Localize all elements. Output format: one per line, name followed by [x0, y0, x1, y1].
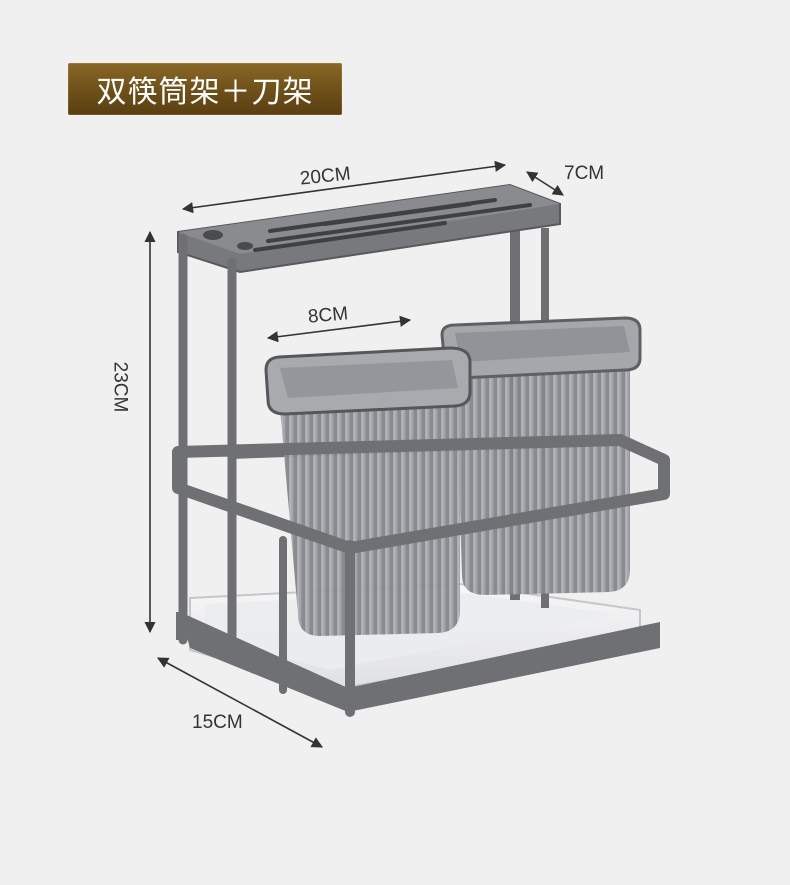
right-utensil-cup [440, 316, 642, 595]
dim-base-depth-label: 15CM [192, 712, 243, 733]
knife-block-top [177, 183, 561, 274]
middle-rail [172, 434, 670, 554]
dimension-lines [144, 160, 564, 748]
dim-depth-label: 7CM [564, 163, 605, 184]
product-title: 双筷筒架＋刀架 [96, 75, 314, 110]
dim-height-label: 23CM [109, 361, 131, 413]
left-utensil-cup [264, 346, 472, 636]
base-frame [176, 612, 660, 712]
product-title-badge: 双筷筒架＋刀架 [68, 63, 342, 115]
dim-cup-width-label: 8CM [307, 303, 349, 328]
